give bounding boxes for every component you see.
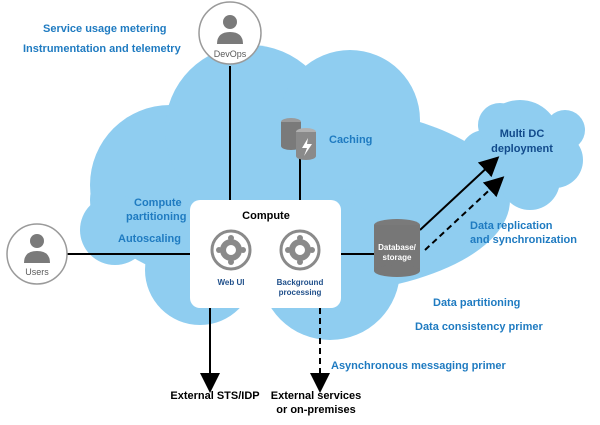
background-label-1: Background [277,278,324,287]
users-actor: Users [6,223,68,285]
person-icon [30,234,44,248]
external-services-label-1: External services [271,390,362,402]
external-sts-label: External STS/IDP [170,390,259,402]
compute-title: Compute [242,210,290,222]
compute-partitioning-label-2: partitioning [126,211,187,223]
web-ui-gear-icon [210,229,252,271]
compute-box: Compute Web UI Background processing [190,200,341,308]
background-label-2: processing [279,288,322,297]
autoscaling-label: Autoscaling [118,233,181,245]
connections [66,66,505,393]
background-gear-icon [279,229,321,271]
caching-icon [281,118,316,160]
async-messaging-label: Asynchronous messaging primer [331,360,507,372]
database-label-1: Database/ [378,243,417,252]
service-usage-label: Service usage metering [43,23,167,35]
database-icon: Database/ storage [374,219,420,277]
data-partitioning-label: Data partitioning [433,297,520,309]
caching-label: Caching [329,134,372,146]
instrumentation-label: Instrumentation and telemetry [23,43,182,55]
database-label-2: storage [383,253,412,262]
multi-dc-label-2: deployment [491,143,553,155]
compute-partitioning-label-1: Compute [134,197,182,209]
devops-actor: DevOps [198,1,262,65]
replication-arrow [419,156,500,231]
replication-dashed-arrow [424,176,505,251]
multi-dc-label-1: Multi DC [500,128,545,140]
data-replication-label-1: Data replication [470,220,553,232]
users-label: Users [25,267,49,277]
external-services-label-2: or on-premises [276,404,355,416]
data-consistency-label: Data consistency primer [415,321,543,333]
data-replication-label-2: and synchronization [470,234,577,246]
devops-label: DevOps [214,49,247,59]
web-ui-label: Web UI [218,278,245,287]
person-icon [223,15,237,29]
